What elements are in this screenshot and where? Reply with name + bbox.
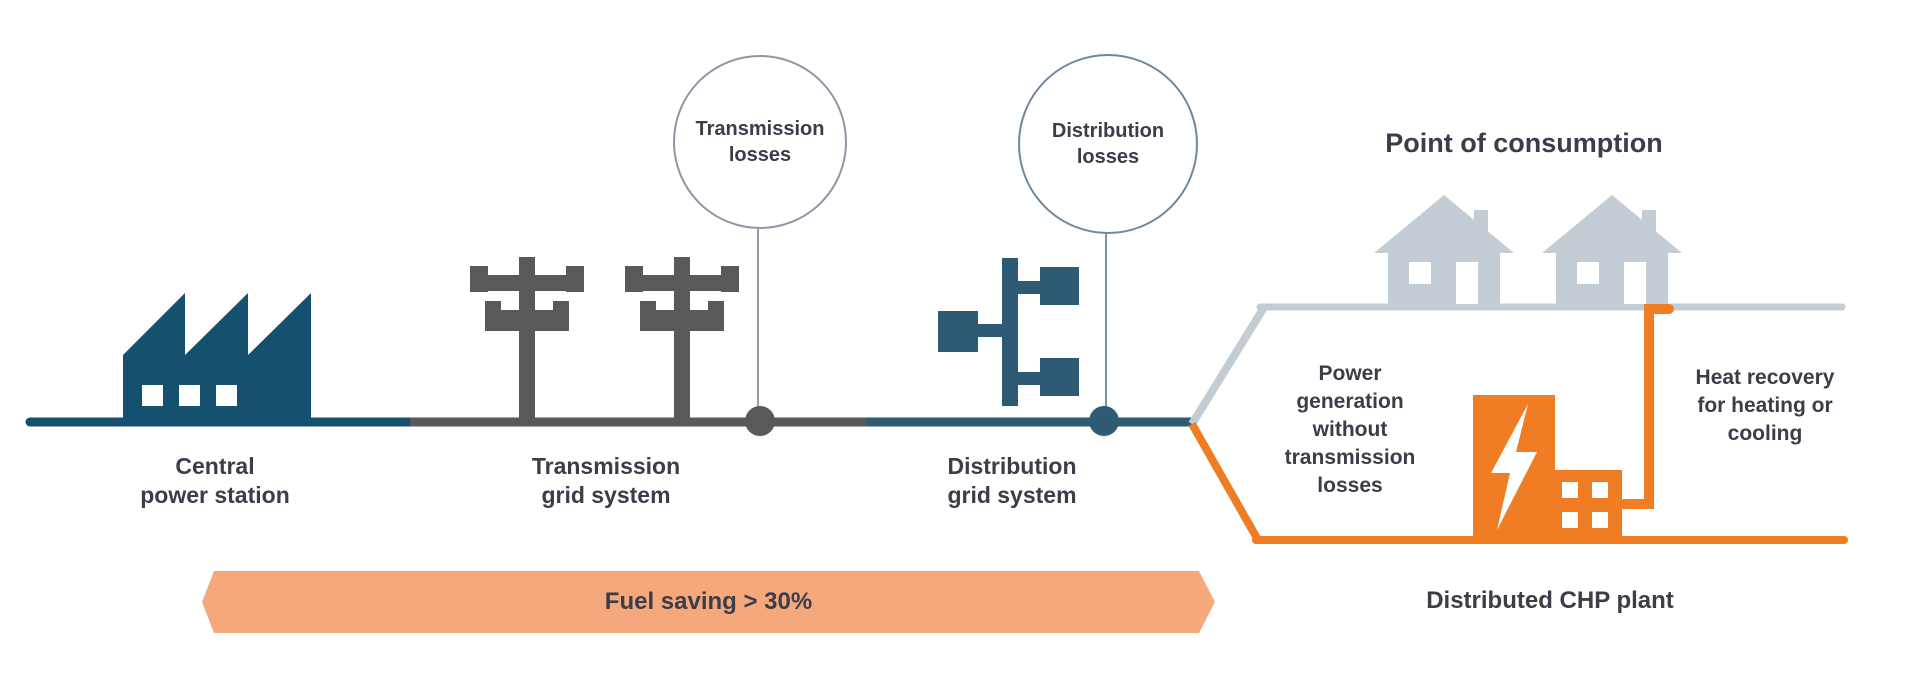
point-of-consumption-title: Point of consumption: [1385, 128, 1663, 158]
fuel-saving-label: Fuel saving > 30%: [604, 588, 813, 615]
distribution-grid-icon: [938, 258, 1079, 406]
central-power-station-label: Central power station: [140, 453, 290, 509]
consumer-branch-line: [1188, 303, 1846, 427]
heat-recovery-label: Heat recovery for heating or cooling: [1695, 366, 1835, 445]
transmission-grid-label: Transmission grid system: [531, 453, 681, 509]
heat-pipe: [1617, 304, 1674, 509]
house-icon: [1542, 195, 1682, 304]
house-icon: [1374, 195, 1514, 304]
distribution-losses-dot: [1089, 406, 1119, 436]
transmission-tower-icon: [625, 257, 739, 423]
factory-icon: [123, 293, 311, 426]
distribution-losses-label: Distribution losses: [1051, 120, 1165, 168]
power-generation-label: Power generation without transmission lo…: [1284, 362, 1416, 497]
distribution-losses-callout: Distribution losses: [1018, 54, 1198, 234]
transmission-losses-callout: Transmission losses: [673, 55, 847, 229]
transmission-losses-dot: [745, 406, 775, 436]
fuel-saving-banner: Fuel saving > 30%: [202, 571, 1215, 633]
chp-plant-icon: [1473, 304, 1674, 540]
distributed-chp-label: Distributed CHP plant: [1426, 587, 1674, 614]
transmission-losses-label: Transmission losses: [695, 118, 825, 166]
distribution-grid-label: Distribution grid system: [947, 453, 1077, 509]
transmission-tower-icon: [470, 257, 584, 423]
lightning-bolt-icon: [1491, 404, 1537, 530]
